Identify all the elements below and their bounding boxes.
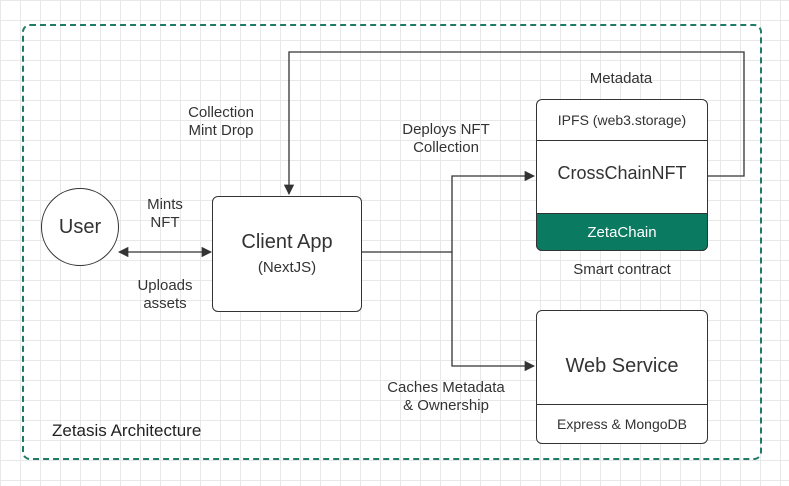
- web-service-node: Web Service Express & MongoDB: [536, 310, 708, 444]
- diagram-caption: Zetasis Architecture: [52, 421, 202, 440]
- mints-label-line2: NFT: [150, 214, 180, 231]
- ipfs-header: IPFS (web3.storage): [537, 100, 707, 141]
- smart-contract-label: Smart contract: [573, 261, 671, 278]
- deploys-label-line1: Deploys NFT: [402, 121, 490, 138]
- web-service-title: Web Service: [565, 355, 679, 377]
- user-label: User: [58, 215, 102, 238]
- uploads-label-line2: assets: [143, 295, 187, 312]
- collection-label-line1: Collection: [188, 104, 254, 121]
- collection-label-line2: Mint Drop: [188, 122, 254, 139]
- client-app-node: Client App (NextJS): [212, 196, 362, 312]
- architecture-frame: [22, 24, 762, 460]
- deploys-nft-label: Deploys NFT Collection: [386, 121, 506, 157]
- mints-nft-label: Mints NFT: [140, 196, 190, 232]
- caches-label-line1: Caches Metadata: [387, 379, 505, 396]
- caches-metadata-label: Caches Metadata & Ownership: [372, 379, 520, 415]
- crosschain-nft-title: CrossChainNFT: [557, 163, 687, 183]
- metadata-label: Metadata: [589, 70, 653, 87]
- contract-to-client-arrow: [283, 51, 745, 196]
- client-to-webservice-arrow: [451, 252, 536, 372]
- client-app-title: Client App: [241, 231, 333, 253]
- uploads-assets-label: Uploads assets: [128, 277, 202, 313]
- crosschain-nft-node: IPFS (web3.storage) CrossChainNFT ZetaCh…: [536, 99, 708, 251]
- uploads-label-line1: Uploads: [137, 277, 193, 294]
- client-app-subtitle: (NextJS): [257, 259, 317, 276]
- web-service-footer: Express & MongoDB: [537, 404, 707, 443]
- user-node: User: [41, 188, 119, 266]
- caches-label-line2: & Ownership: [403, 397, 489, 414]
- collection-mint-drop-label: Collection Mint Drop: [176, 104, 266, 140]
- mints-label-line1: Mints: [147, 196, 183, 213]
- zetachain-footer: ZetaChain: [536, 213, 708, 251]
- deploys-label-line2: Collection: [413, 139, 479, 156]
- client-to-contract-arrow: [362, 170, 536, 253]
